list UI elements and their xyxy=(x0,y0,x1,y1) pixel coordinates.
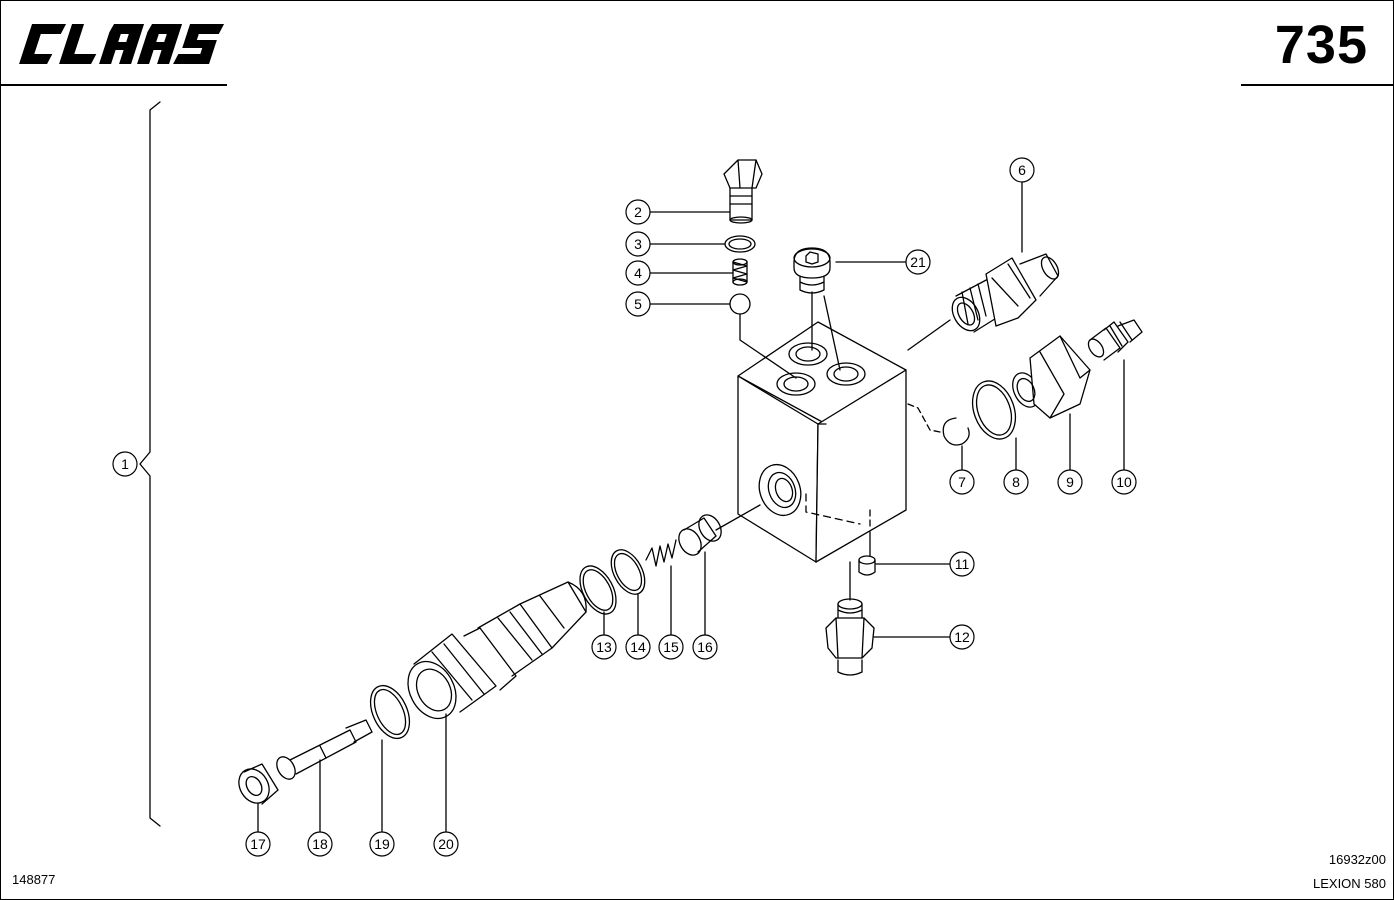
svg-text:6: 6 xyxy=(1018,162,1026,178)
callout-10: 10 xyxy=(1111,469,1137,495)
svg-text:16: 16 xyxy=(697,639,713,655)
part-5-ball xyxy=(729,293,751,315)
svg-text:18: 18 xyxy=(312,836,328,852)
svg-text:4: 4 xyxy=(634,265,642,281)
svg-text:1: 1 xyxy=(121,456,129,472)
callout-2: 2 xyxy=(625,199,651,225)
callout-13: 13 xyxy=(591,634,617,660)
callout-12: 12 xyxy=(949,624,975,650)
callout-19: 19 xyxy=(369,831,395,857)
part-16-sleeve xyxy=(678,514,722,556)
svg-text:21: 21 xyxy=(910,254,926,270)
callout-16: 16 xyxy=(692,634,718,660)
callout-21: 21 xyxy=(905,249,931,275)
svg-text:11: 11 xyxy=(955,556,970,572)
callout-17: 17 xyxy=(245,831,271,857)
model-name: LEXION 580 xyxy=(1313,876,1386,891)
callouts: 1 2 3 4 5 6 7 8 9 10 11 12 13 14 15 16 1… xyxy=(112,157,1137,857)
svg-text:14: 14 xyxy=(630,639,646,655)
callout-11: 11 xyxy=(949,551,975,577)
valve-block xyxy=(737,321,941,563)
part-9-hex-plug xyxy=(1012,335,1091,419)
svg-text:12: 12 xyxy=(954,629,970,645)
svg-text:3: 3 xyxy=(634,236,642,252)
figure-code: 16932z00 xyxy=(1328,852,1386,867)
page-number: 735 xyxy=(1274,15,1368,75)
svg-text:5: 5 xyxy=(634,296,642,312)
part-18-pin xyxy=(276,719,373,780)
svg-text:2: 2 xyxy=(634,204,642,220)
part-7-snap-ring xyxy=(942,417,970,446)
part-15-spring xyxy=(645,539,677,567)
header-rule-left xyxy=(1,84,227,86)
svg-text:10: 10 xyxy=(1116,474,1132,490)
document-number: 148877 xyxy=(12,872,56,887)
callout-15: 15 xyxy=(658,634,684,660)
callout-8: 8 xyxy=(1003,469,1029,495)
svg-text:7: 7 xyxy=(958,474,966,490)
assembly-bracket xyxy=(139,101,161,827)
callout-14: 14 xyxy=(625,634,651,660)
svg-text:8: 8 xyxy=(1012,474,1020,490)
svg-text:17: 17 xyxy=(250,836,266,852)
svg-text:9: 9 xyxy=(1066,474,1074,490)
part-12-fitting xyxy=(825,598,875,676)
callout-5: 5 xyxy=(625,291,651,317)
callout-4: 4 xyxy=(625,260,651,286)
callout-7: 7 xyxy=(949,469,975,495)
callout-6: 6 xyxy=(1009,157,1035,183)
part-21-socket-plug xyxy=(793,247,831,294)
claas-logo xyxy=(19,24,225,64)
part-10-straight-fitting xyxy=(1087,319,1143,361)
part-20-cartridge-valve xyxy=(407,581,587,720)
part-11-sleeve xyxy=(858,555,876,576)
part-2-plug-screw xyxy=(723,159,763,224)
part-6-union-fitting xyxy=(951,253,1060,333)
svg-text:19: 19 xyxy=(374,836,390,852)
part-4-spring xyxy=(732,258,748,286)
callout-18: 18 xyxy=(307,831,333,857)
part-17-cap-nut xyxy=(238,763,279,805)
leader-lines xyxy=(257,181,1125,833)
part-14-o-ring xyxy=(610,549,646,595)
part-19-o-ring xyxy=(369,684,411,740)
callout-9: 9 xyxy=(1057,469,1083,495)
svg-text:13: 13 xyxy=(596,639,612,655)
callout-20: 20 xyxy=(433,831,459,857)
svg-text:15: 15 xyxy=(663,639,679,655)
svg-text:20: 20 xyxy=(438,836,454,852)
header-rule-right xyxy=(1241,84,1393,86)
callout-3: 3 xyxy=(625,231,651,257)
part-8-o-ring xyxy=(971,380,1017,440)
callout-1: 1 xyxy=(112,451,138,477)
